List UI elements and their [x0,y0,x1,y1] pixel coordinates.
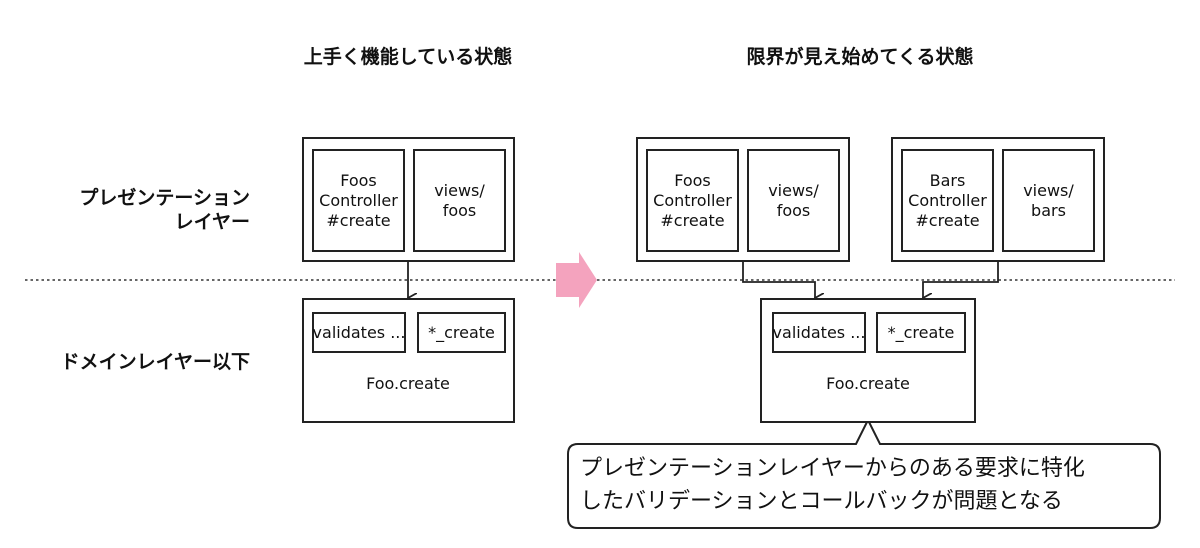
right-foos-connector [742,262,815,298]
transition-arrow [556,252,597,308]
left-presentation-box: Foos Controller #create views/ foos [302,137,515,262]
callout-line2: したバリデーションとコールバックが問題となる [580,489,1063,514]
domain-layer-label: ドメインレイヤー以下 [60,351,250,373]
left-domain-box: validates ... *_create Foo.create [302,298,515,423]
right-bars-controller: Bars Controller #create [901,149,994,252]
left-foo-create: Foo.create [366,374,450,393]
right-bars-connector [923,262,999,298]
left-foos-controller: Foos Controller #create [312,149,405,252]
presentation-layer-label-line2: レイヤー [174,211,250,233]
right-foo-create: Foo.create [826,374,910,393]
right-domain-box: validates ... *_create Foo.create [760,298,976,423]
right-create-callback: *_create [876,312,966,353]
right-foos-controller: Foos Controller #create [646,149,739,252]
right-views-bars: views/ bars [1002,149,1095,252]
callout-line1: プレゼンテーションレイヤーからのある要求に特化 [580,456,1085,481]
left-heading: 上手く機能している状態 [303,46,513,68]
left-validates: validates ... [312,312,406,353]
right-views-foos: views/ foos [747,149,840,252]
left-create-callback: *_create [417,312,506,353]
callout-bubble [567,417,1161,529]
right-foos-presentation-box: Foos Controller #create views/ foos [636,137,850,262]
left-views-foos: views/ foos [413,149,506,252]
right-heading: 限界が見え始めてくる状態 [746,46,974,68]
right-bars-presentation-box: Bars Controller #create views/ bars [891,137,1105,262]
callout-text: プレゼンテーションレイヤーからのある要求に特化 したバリデーションとコールバック… [580,452,1150,518]
right-validates: validates ... [772,312,866,353]
presentation-layer-label: プレゼンテーション レイヤー [79,186,250,234]
presentation-layer-label-line1: プレゼンテーション [79,187,250,209]
